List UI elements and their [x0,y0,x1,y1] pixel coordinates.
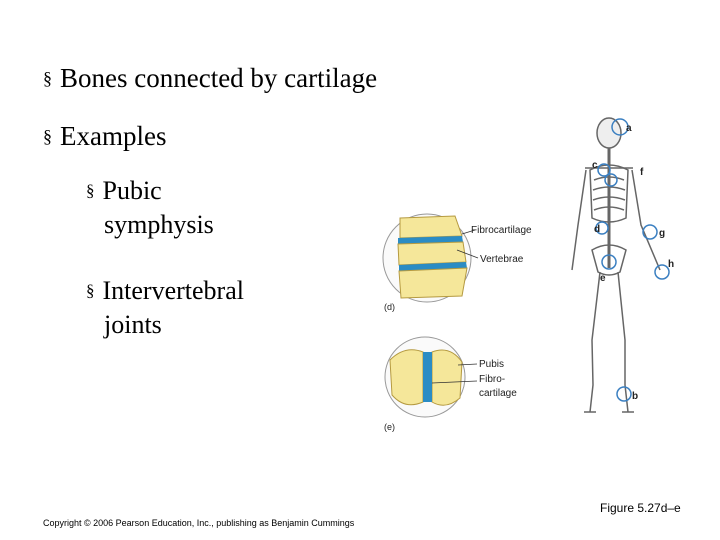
panel-e-pubic-symphysis: Pubis Fibro- cartilage (e) [384,336,517,432]
pubis-left [389,349,424,406]
joint-letter-h: h [668,259,674,270]
joint-letter-a: a [626,123,632,134]
bullet-marker: § [43,68,52,88]
bullet-marker: § [43,126,52,146]
panel-d-intervertebral: Fibrocartilage Vertebrae (d) [382,213,532,312]
subbullet-intervertebral-joints: § Intervertebral joints [86,274,244,342]
label-panel-e: (e) [384,422,395,432]
subbullet-text-line2: joints [104,310,162,339]
label-fibro: Fibro- [479,374,505,385]
label-pubis: Pubis [479,359,504,370]
bullet-text: Bones connected by cartilage [60,63,378,93]
skeleton-illustration [571,117,661,413]
left-leg [589,271,601,413]
joint-letter-f: f [640,167,644,178]
vertebra-middle [397,241,467,266]
right-leg [617,271,629,413]
bullet-marker: § [86,281,95,300]
copyright-notice: Copyright © 2006 Pearson Education, Inc.… [43,518,355,528]
joint-letter-e: e [600,273,606,284]
label-cartilage: cartilage [479,388,517,399]
pubis-right [431,349,463,406]
subbullet-text-line1: Intervertebral [102,276,244,305]
skeleton-joint-markers [595,118,670,402]
skeleton-letter-labels: a b c d e f g h [592,123,674,402]
subbullet-text-line1: Pubic [102,176,162,205]
pelvis [591,244,627,276]
figure-caption: Figure 5.27d–e [600,501,681,515]
skull [596,117,622,149]
label-fibrocartilage: Fibrocartilage [471,225,532,236]
joint-letter-g: g [659,228,665,239]
vertebra-lower [398,267,468,299]
left-arm [571,169,587,271]
vertebra-upper [399,215,463,239]
joint-letter-c: c [592,160,598,171]
right-arm [631,169,661,271]
rib-cage [589,164,629,223]
bullet-marker: § [86,181,95,200]
joint-letter-b: b [632,391,638,402]
bullet-text: Examples [60,121,167,151]
label-vertebrae: Vertebrae [480,254,524,265]
bullet-examples: § Examples [43,120,166,152]
subbullet-text-line2: symphysis [104,210,214,239]
fibrocartilage-pad [423,352,432,402]
label-panel-d: (d) [384,302,395,312]
subbullet-pubic-symphysis: § Pubic symphysis [86,174,214,242]
joint-letter-d: d [594,224,600,235]
bullet-bones-connected: § Bones connected by cartilage [43,62,377,94]
